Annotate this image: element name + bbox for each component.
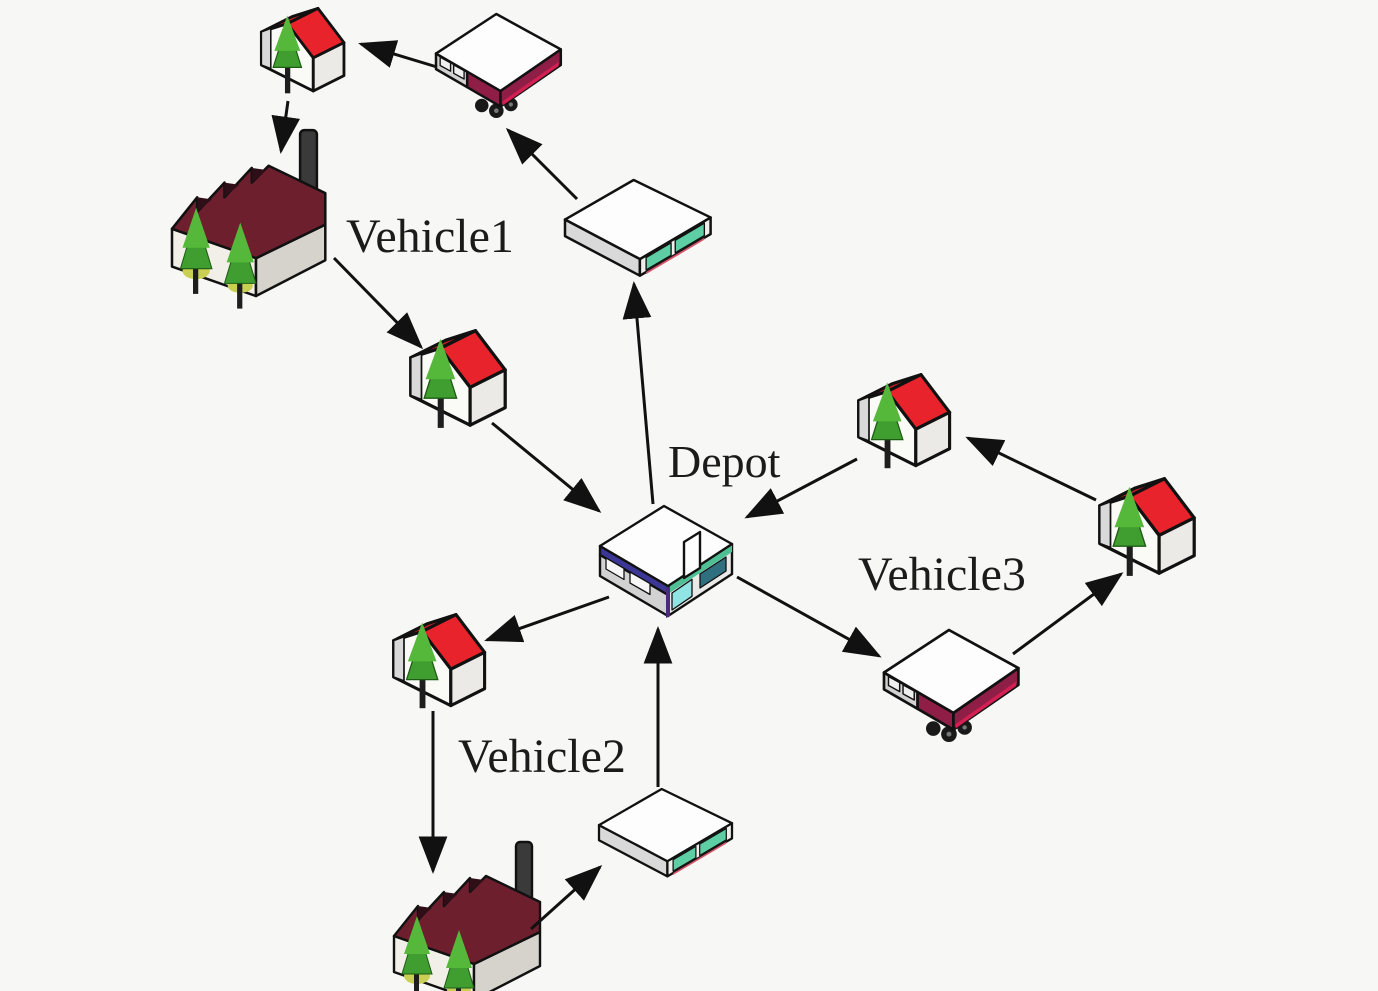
label-vehicle2: Vehicle2 (458, 730, 626, 783)
edge-warehouse-north-to-truck-vehicle1 (505, 127, 579, 201)
node-depot (598, 504, 734, 620)
label-vehicle3: Vehicle3 (858, 548, 1026, 601)
edge-house-west-to-depot (491, 421, 602, 513)
node-house-northwest (259, 6, 346, 95)
node-warehouse-south (597, 787, 734, 878)
edge-factory-west-to-house-west (332, 256, 424, 350)
node-factory-west (170, 128, 327, 310)
warehouse (563, 178, 712, 277)
factory (170, 128, 327, 310)
edge-depot-to-warehouse-north (622, 281, 655, 505)
node-truck-vehicle3 (882, 628, 1020, 744)
edge-factory-south-to-warehouse-south (529, 864, 603, 931)
customer-house (1098, 477, 1196, 578)
label-vehicle1: Vehicle1 (346, 210, 514, 263)
customer-house (409, 329, 507, 430)
customer-house (259, 6, 346, 95)
customer-house (392, 613, 487, 710)
node-warehouse-north (563, 178, 712, 277)
label-depot: Depot (668, 436, 781, 487)
factory (392, 840, 542, 991)
delivery-truck (882, 628, 1020, 744)
edge-house-northwest-to-factory-west (271, 100, 301, 154)
depot-building (598, 504, 734, 620)
route-edges (271, 40, 1124, 931)
warehouse (597, 787, 734, 878)
edge-house-northeast-to-depot (744, 457, 858, 519)
customer-house (857, 373, 952, 470)
edge-truck-vehicle3-to-house-far-east (1012, 572, 1124, 656)
node-house-northeast (857, 373, 952, 470)
edge-depot-to-truck-vehicle3 (736, 575, 882, 658)
node-factory-south (392, 840, 542, 991)
node-truck-vehicle1 (434, 12, 563, 120)
edge-house-far-east-to-house-northeast (965, 436, 1097, 502)
node-house-far-east (1098, 477, 1196, 578)
node-house-west (409, 329, 507, 430)
delivery-truck (434, 12, 563, 120)
edge-depot-to-house-southwest (484, 595, 610, 643)
node-house-southwest (392, 613, 487, 710)
edge-truck-vehicle1-to-house-northwest (358, 40, 438, 69)
